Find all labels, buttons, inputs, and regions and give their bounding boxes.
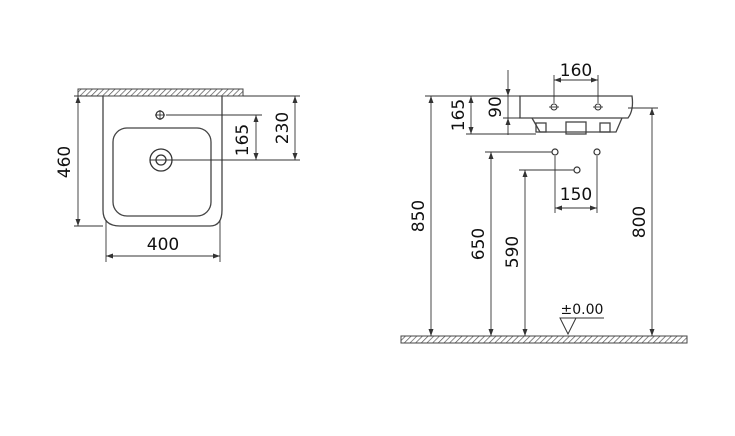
- dim-tap-to-drain-label: 165: [233, 124, 253, 156]
- floor-level-marker: ±0.00: [559, 302, 604, 336]
- waste-point: [573, 166, 581, 174]
- tap-hole-right: [593, 103, 603, 111]
- fixing-point-left: [551, 148, 559, 156]
- basin-bowl-top: [112, 127, 212, 217]
- dim-width-label: 400: [147, 235, 179, 255]
- dim-depth-label: 460: [55, 146, 75, 178]
- fixing-point-right: [593, 148, 601, 156]
- dim-waste-height-label: 650: [469, 228, 489, 260]
- wall-hatch-top: [77, 88, 244, 97]
- dim-trap-height-label: 590: [503, 236, 523, 268]
- basin-profile-side: [519, 95, 634, 119]
- floor-level-label: ±0.00: [561, 302, 604, 318]
- side-view: 160 150 90 165 850 800: [400, 61, 688, 344]
- basin-outline-top: [102, 96, 223, 227]
- dim-tap-holes-label: 160: [560, 61, 592, 81]
- dim-fixing-height-label: 800: [630, 206, 650, 238]
- top-view: 460 400 165 230: [55, 88, 300, 262]
- tap-hole-left: [549, 103, 559, 111]
- dim-rim-to-waste-label: 165: [449, 99, 469, 131]
- dim-rim-height-label: 850: [409, 200, 429, 232]
- floor-hatch: [400, 335, 688, 344]
- dim-basin-height-label: 90: [486, 96, 506, 118]
- dim-fixing-centres-label: 150: [560, 185, 592, 205]
- dim-wall-to-drain-label: 230: [273, 112, 293, 144]
